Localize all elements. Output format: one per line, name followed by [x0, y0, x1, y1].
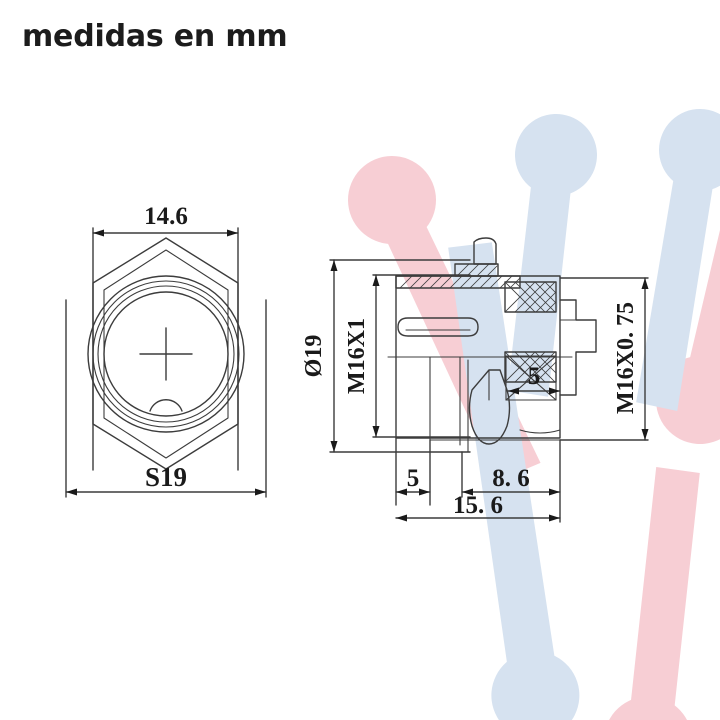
- second-circle: [92, 280, 240, 428]
- hex-inner-outline: [103, 249, 229, 459]
- arrowhead: [330, 260, 338, 271]
- arrowhead: [372, 275, 380, 286]
- dimension-label-m16x075: M16X0. 75: [613, 302, 639, 414]
- arrowhead: [255, 488, 266, 496]
- arrowhead: [66, 488, 77, 496]
- outer-circle: [87, 275, 245, 433]
- arrowhead: [330, 441, 338, 452]
- arrowhead: [396, 514, 407, 522]
- arrowhead: [419, 488, 430, 496]
- dimension-label-5-bottom: 5: [407, 465, 420, 492]
- right-step-profile: [559, 299, 597, 396]
- hex-outline: [92, 237, 239, 470]
- lower-curve: [519, 429, 561, 434]
- arrowhead: [549, 514, 560, 522]
- arrowhead: [93, 229, 104, 237]
- hex-nut-front-view: [65, 227, 267, 498]
- keyway-notch: [149, 399, 183, 412]
- arrowhead: [372, 426, 380, 437]
- third-circle: [97, 285, 235, 423]
- dimension-label-m16x1: M16X1: [344, 318, 370, 394]
- dimension-label-15-6: 15. 6: [453, 492, 503, 519]
- arrowhead: [641, 429, 649, 440]
- top-lug: [454, 263, 499, 277]
- arrowhead: [549, 387, 560, 395]
- dimension-label-5-inner: 5: [528, 363, 541, 390]
- internal-slot: [397, 317, 479, 337]
- arrowhead: [227, 229, 238, 237]
- dimension-label-s19: S19: [145, 462, 187, 492]
- inner-bore-circle: [103, 291, 229, 417]
- dimension-label-dia19: Ø19: [301, 335, 327, 378]
- arrowhead: [641, 278, 649, 289]
- top-pin: [473, 237, 497, 265]
- arrowhead: [396, 488, 407, 496]
- arrowhead: [549, 488, 560, 496]
- page-title: medidas en mm: [22, 19, 288, 54]
- dimension-label-14-6: 14.6: [144, 203, 188, 230]
- dimension-label-8-6: 8. 6: [492, 465, 530, 492]
